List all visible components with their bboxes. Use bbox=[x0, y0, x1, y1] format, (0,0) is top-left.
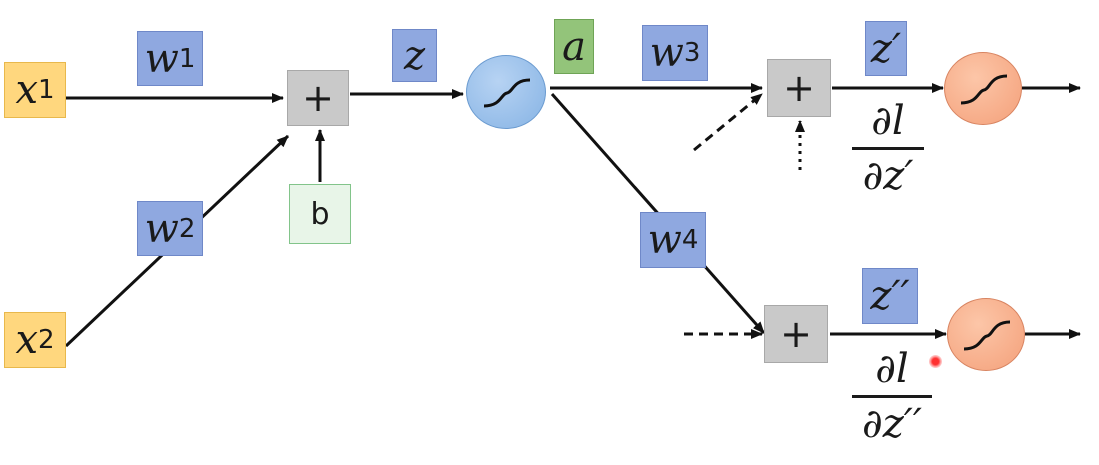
sum-node-hidden: + bbox=[287, 70, 349, 126]
bias-b-label: b bbox=[310, 196, 330, 232]
weight-w4-base: w bbox=[647, 217, 682, 263]
sum-node-lower-symbol: + bbox=[780, 312, 812, 356]
edge-dashed-upper bbox=[693, 92, 763, 152]
weight-w1-sub: 1 bbox=[178, 43, 196, 74]
label-a-text: a bbox=[562, 23, 586, 70]
sigmoid-hidden bbox=[466, 55, 546, 129]
input-x1-sub: 1 bbox=[38, 75, 55, 105]
weight-w3-sub: 3 bbox=[683, 38, 701, 68]
sigmoid-curve-icon bbox=[483, 78, 531, 108]
weight-w2-base: w bbox=[144, 205, 179, 252]
label-z: z bbox=[392, 29, 437, 82]
sigmoid-output-lower bbox=[947, 298, 1025, 371]
input-x2-base: x bbox=[15, 317, 38, 363]
derivative-upper-denominator: ∂z′ bbox=[862, 152, 914, 199]
sum-node-upper-symbol: + bbox=[783, 66, 815, 110]
input-x2-sub: 2 bbox=[38, 325, 55, 355]
sigmoid-curve-icon bbox=[963, 320, 1011, 351]
label-z-prime-text: z′ bbox=[870, 25, 902, 72]
label-z-prime: z′ bbox=[865, 21, 907, 76]
label-z-double-prime-text: z′′ bbox=[870, 273, 910, 319]
laser-pointer-dot bbox=[929, 355, 942, 368]
derivative-lower-denominator: ∂z′′ bbox=[862, 400, 922, 447]
label-z-text: z bbox=[403, 32, 426, 79]
label-a: a bbox=[554, 19, 594, 74]
sigmoid-output-upper bbox=[944, 52, 1022, 125]
derivative-lower: ∂l ∂z′′ bbox=[852, 346, 932, 447]
sum-node-upper: + bbox=[767, 59, 831, 117]
sum-node-hidden-symbol: + bbox=[302, 76, 334, 120]
sigmoid-curve-icon bbox=[960, 74, 1008, 105]
label-z-double-prime: z′′ bbox=[862, 268, 918, 324]
input-x1-base: x bbox=[15, 67, 38, 113]
derivative-upper-numerator: ∂l bbox=[871, 98, 905, 144]
derivative-upper-bar bbox=[852, 147, 924, 150]
bias-b: b bbox=[289, 184, 351, 244]
derivative-upper: ∂l ∂z′ bbox=[852, 98, 924, 199]
weight-w3-base: w bbox=[649, 30, 684, 76]
derivative-lower-bar bbox=[852, 395, 932, 398]
weight-w1-base: w bbox=[144, 35, 179, 82]
derivative-lower-numerator: ∂l bbox=[875, 346, 909, 392]
sum-node-lower: + bbox=[764, 305, 828, 363]
weight-w2-sub: 2 bbox=[178, 213, 196, 244]
weight-w4-sub: 4 bbox=[681, 225, 699, 255]
